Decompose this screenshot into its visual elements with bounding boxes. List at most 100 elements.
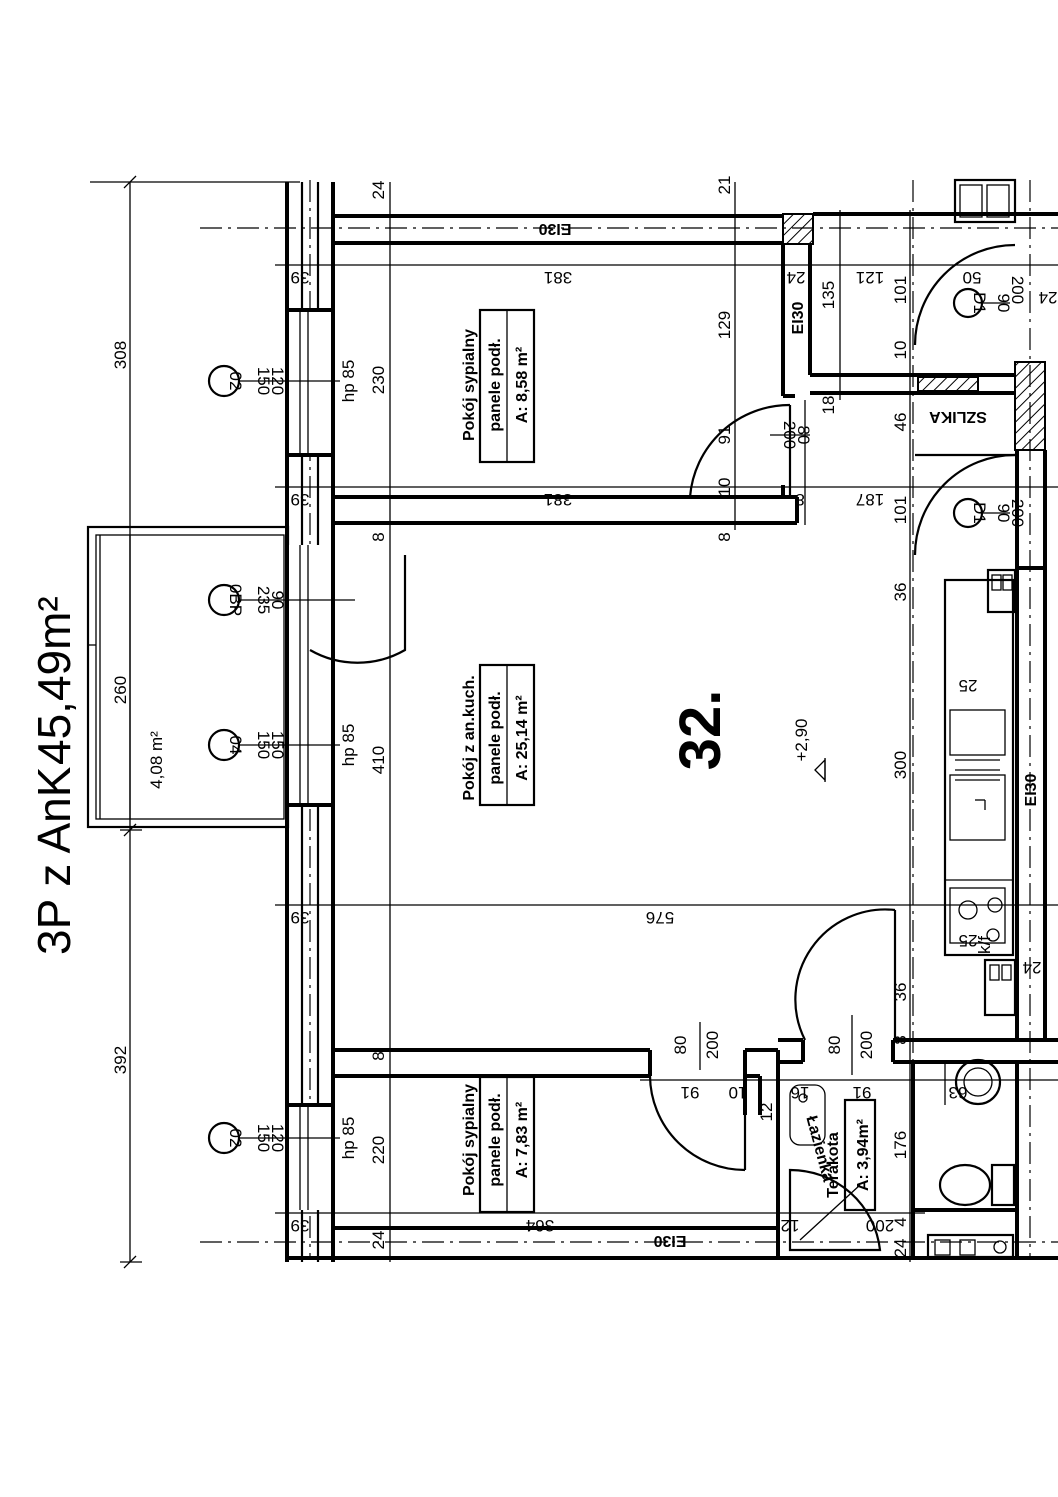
- fire-rating-label: EI30: [790, 301, 807, 334]
- room-bedroom-2: Pokój sypialny panele podł. A: 7,83 m²: [461, 1075, 536, 1214]
- dim-36: 36: [891, 583, 910, 602]
- dim-187: 187: [856, 490, 884, 509]
- dim-39: 39: [291, 908, 310, 927]
- unit-title: 3P z AnK 45,49m²: [28, 596, 80, 955]
- room-name: Pokój z an.kuch.: [461, 675, 478, 800]
- dim-300: 300: [891, 751, 910, 779]
- room-name: Pokój sypialny: [461, 329, 478, 441]
- exterior-wall: [285, 182, 335, 1262]
- dim-24: 24: [787, 268, 806, 287]
- dim-230: 230: [369, 366, 388, 394]
- balcony-area: 4,08 m²: [147, 731, 166, 789]
- door-h: 200: [857, 1031, 876, 1059]
- room-area: A: 25,14 m²: [514, 695, 531, 780]
- dim-4: 4: [891, 1217, 910, 1226]
- dim-39: 39: [291, 268, 310, 287]
- dim-176: 176: [891, 1131, 910, 1159]
- dim-50: 50: [963, 268, 982, 287]
- dim-410: 410: [369, 746, 388, 774]
- door-tags: D1 90 200 D1 90 200 80 200 80 200 80 200: [671, 276, 1027, 1075]
- dim-24: 24: [369, 1231, 388, 1250]
- dim-36: 36: [891, 983, 910, 1002]
- unit-number: 32.: [668, 690, 733, 771]
- balcony: 260 4,08 m²: [86, 525, 290, 829]
- window-sill: hp 85: [339, 360, 358, 403]
- unit-area: 45,49m²: [28, 596, 80, 765]
- dim-364: 364: [526, 1216, 554, 1235]
- dim-381: 381: [544, 268, 572, 287]
- door-code: D1: [970, 292, 989, 314]
- dim-8: 8: [369, 532, 388, 541]
- room-floor: Terakota: [825, 1132, 842, 1198]
- door-height: 200: [1008, 276, 1027, 304]
- dim-18: 18: [819, 396, 838, 415]
- dim-101: 101: [891, 496, 910, 524]
- fire-rating-label: EI30: [538, 220, 571, 237]
- dimension-lines: [275, 182, 1058, 1262]
- dim-25: 25: [959, 676, 978, 695]
- dim-91: 91: [681, 1083, 700, 1102]
- room-bathroom: Łazienka Terakota A: 3,94m²: [802, 1098, 877, 1212]
- dimension-numbers: 24 21 39 381 24 121 50 24 230 129 135 10…: [291, 176, 1058, 1258]
- top-wall: [331, 182, 1058, 245]
- shaft-label: SZLIKA: [929, 408, 987, 425]
- kitchen-counter: [943, 578, 1015, 957]
- window-height: 120: [268, 1124, 287, 1152]
- dim-101: 101: [891, 276, 910, 304]
- dim-381: 381: [544, 490, 572, 509]
- dim-46: 46: [891, 413, 910, 432]
- door-code: D1: [970, 502, 989, 524]
- unit-type: 3P z AnK: [28, 766, 80, 955]
- shaft-blocks: [917, 178, 1017, 1259]
- window-sill: hp 85: [339, 1117, 358, 1160]
- dim-129: 129: [715, 311, 734, 339]
- window-width: 235: [254, 586, 273, 614]
- window-code: 04: [226, 736, 245, 755]
- dim-121: 121: [856, 268, 884, 287]
- room-area: A: 7,83 m²: [514, 1102, 531, 1178]
- room-floor: panele podł.: [487, 691, 504, 784]
- window-height: 120: [268, 367, 287, 395]
- dim-12: 12: [781, 1216, 800, 1235]
- dim-91: 91: [715, 426, 734, 445]
- door-w: 80: [671, 1036, 690, 1055]
- dim-39: 39: [291, 1216, 310, 1235]
- dim-12: 12: [757, 1103, 776, 1122]
- door-h: 200: [703, 1031, 722, 1059]
- dim-8: 8: [369, 1051, 388, 1060]
- dim-24: 24: [1039, 288, 1058, 307]
- dim-10: 10: [715, 478, 734, 497]
- dim-24: 24: [1023, 958, 1042, 977]
- fire-rating-label: EI30: [653, 1232, 686, 1249]
- room-bedroom-1: Pokój sypialny panele podł. A: 8,58 m²: [461, 308, 536, 464]
- dim-10: 10: [891, 341, 910, 360]
- door-height: 200: [1008, 499, 1027, 527]
- fire-rating-label: EI30: [1023, 773, 1040, 806]
- room-floor: panele podł.: [487, 1093, 504, 1186]
- dim-16: 16: [791, 1083, 810, 1102]
- room-walls: [333, 243, 1058, 1258]
- dim-308: 308: [111, 341, 130, 369]
- dim-220: 220: [369, 1136, 388, 1164]
- door-h: 200: [780, 421, 799, 449]
- dim-135: 135: [819, 281, 838, 309]
- dim-10: 10: [729, 1083, 748, 1102]
- dim-8: 8: [795, 490, 804, 509]
- door-swings: [309, 243, 1016, 1172]
- window-width: 150: [254, 731, 273, 759]
- window-sill: hp 85: [339, 724, 358, 767]
- room-area: A: 8,58 m²: [514, 347, 531, 423]
- dim-576: 576: [646, 908, 674, 927]
- dim-24: 24: [369, 181, 388, 200]
- window-code: 02: [226, 372, 245, 391]
- kf-label: k/f: [975, 936, 994, 954]
- window-width: 150: [254, 367, 273, 395]
- dim-392: 392: [111, 1046, 130, 1074]
- dim-8: 8: [891, 1035, 910, 1044]
- dim-200: 200: [866, 1216, 894, 1235]
- room-area: A: 3,94m²: [855, 1119, 872, 1191]
- balcony-length: 260: [111, 676, 130, 704]
- dim-91: 91: [853, 1083, 872, 1102]
- bathroom-fixtures: [788, 1058, 1016, 1252]
